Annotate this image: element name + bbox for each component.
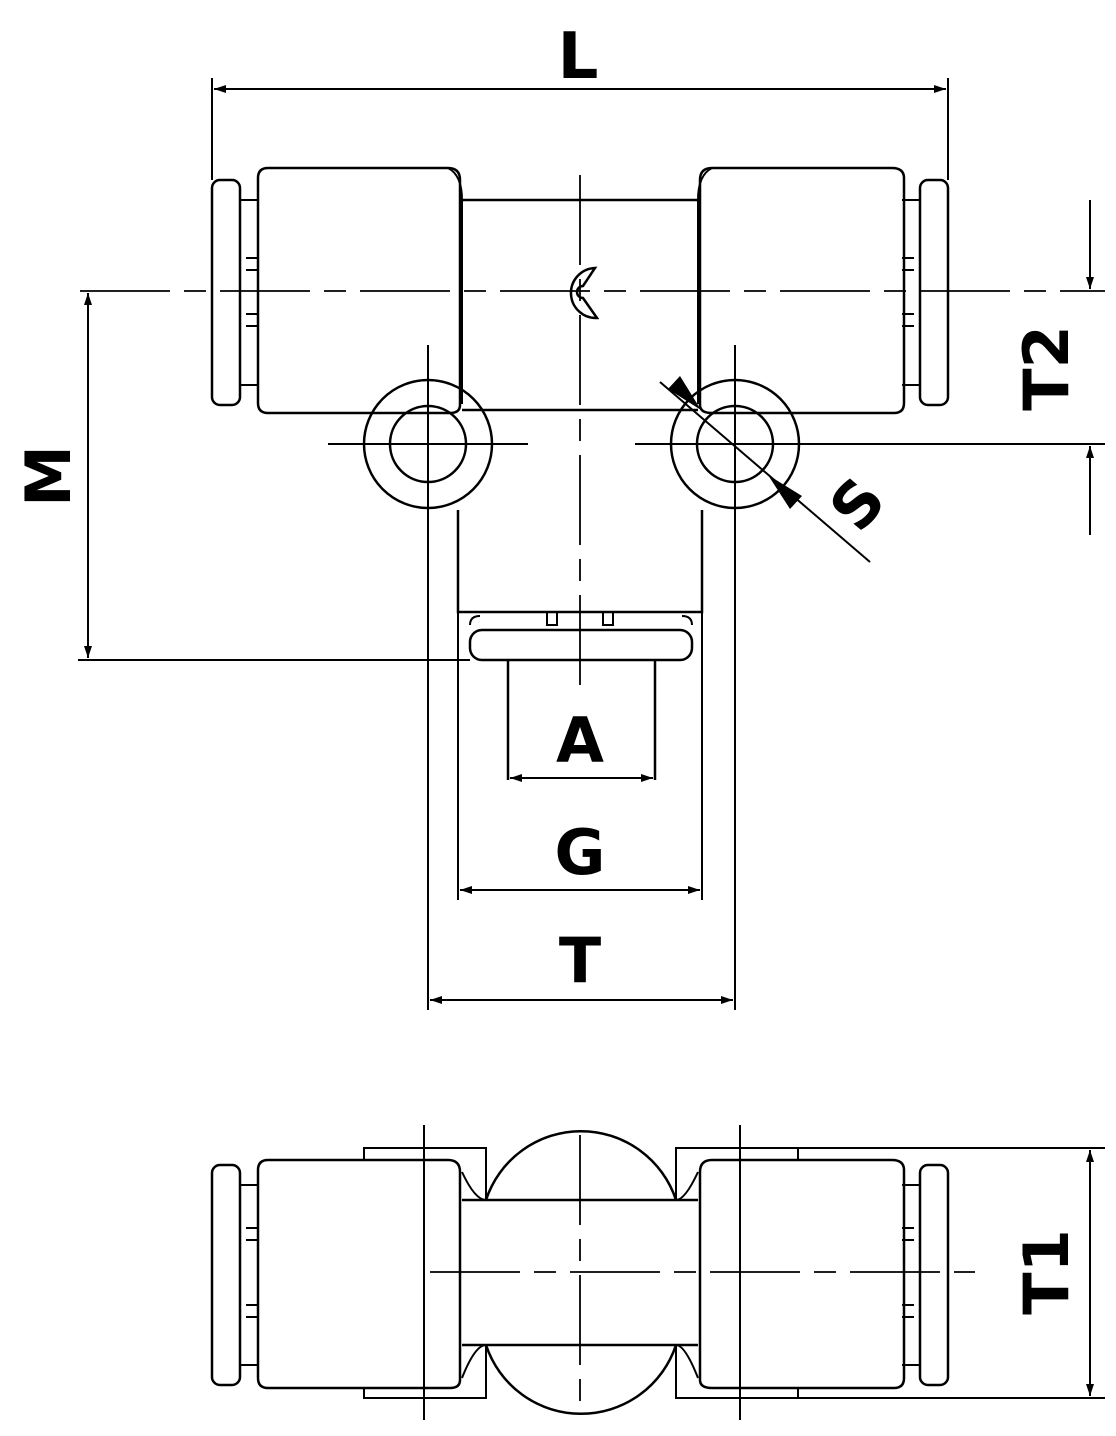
side-left-collet-ring [210,1163,242,1387]
left-body-block [256,166,462,415]
side-right-collet-neck [902,1184,920,1366]
dim-T1-label: T1 [1010,1229,1083,1314]
dim-S-arrow-top [668,376,701,410]
dim-S-arrow-bottom [768,475,802,509]
left-collet-ring [210,178,242,407]
right-body-block [698,166,906,415]
branch-tabs [546,612,614,626]
right-collet-neck [902,199,920,386]
dim-T2-label: T2 [1010,325,1083,410]
branch-bore [506,660,657,780]
side-right-collet-ring [918,1163,950,1387]
dim-G-label: G [555,816,606,889]
side-neck-curves [461,1171,699,1379]
dim-M-label: M [12,445,85,507]
branch-collet-ring [468,628,694,662]
dim-T-label: T [559,924,601,997]
side-center-sphere [484,1130,678,1415]
side-left-body [256,1158,462,1390]
dim-S-label: S [815,464,900,545]
top-view: L M T2 S A G T [12,20,1105,1010]
dim-L-label: L [558,20,599,94]
dim-S-leader [659,381,871,563]
c-mark [569,266,600,320]
branch-collet-neck [469,615,693,626]
side-right-body [698,1158,906,1390]
dim-A-label: A [556,704,604,777]
left-collet-neck [240,199,258,386]
side-view: T1 [210,1125,1105,1420]
side-flange-right [675,1147,799,1399]
right-collet-ring [918,178,950,407]
side-left-collet-neck [240,1184,258,1366]
